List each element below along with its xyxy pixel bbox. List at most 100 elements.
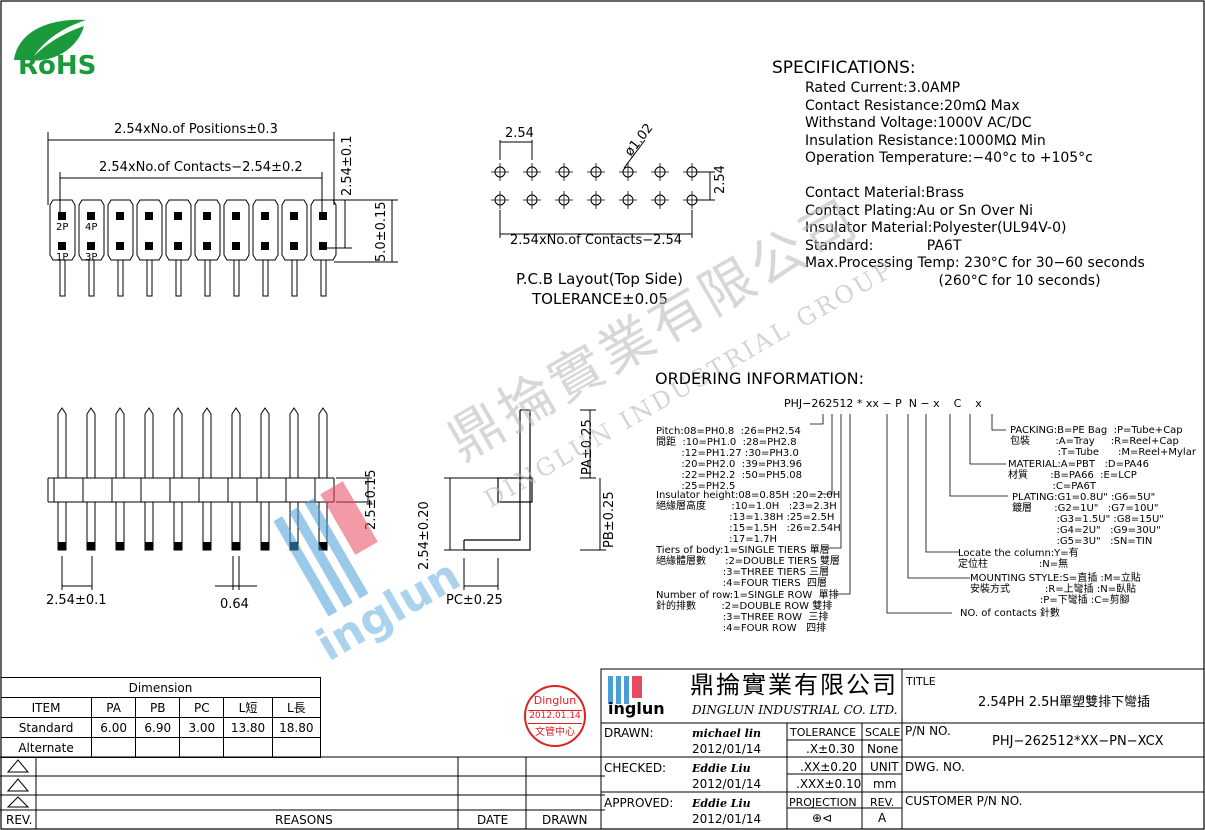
ordering-tiers: Tiers of body:1=SINGLE TIERS 單層 絕緣體層數 :2… (656, 545, 840, 589)
pin-square (261, 242, 269, 250)
ordering-insulator-line: Insulator height:08=0.85H :20=2.0H (656, 490, 841, 501)
pin-square (58, 212, 66, 220)
ordering-packing: PACKING:B=PE Bag :P=Tube+Cap 包裝 :A=Tray … (1010, 425, 1196, 458)
drawn-row-label: DRAWN: (604, 726, 654, 740)
pin-upper (86, 407, 96, 478)
pin-square (145, 212, 153, 220)
pin-upper (231, 407, 241, 478)
dim-header: PB (135, 697, 181, 718)
pin-lead (204, 259, 211, 297)
dim-pitch-vertical: 2.54±0.1 (340, 135, 355, 196)
housing-cell (49, 199, 76, 261)
front-dim-width: 0.64 (220, 597, 249, 612)
date-label: DATE (477, 813, 509, 827)
dim-height: 5.0±0.15 (374, 201, 389, 262)
pin-tip (116, 542, 124, 550)
spec-list: Rated Current:3.0AMP Contact Resistance:… (805, 80, 1145, 290)
ordering-pitch-line: :22=PH2.2 :50=PH5.08 (656, 470, 803, 481)
ordering-insulator-line: :15=1.5H :26=2.54H (656, 523, 841, 534)
ordering-locate: Locate the column:Y=有 定位柱 :N=無 (958, 548, 1079, 570)
spec-line: Contact Plating:Au or Sn Over Ni (805, 202, 1034, 219)
drawn-date: 2012/01/14 (692, 742, 762, 756)
dwg-label: DWG. NO. (905, 760, 965, 774)
pin-lead (320, 259, 327, 297)
scale-value: None (867, 742, 899, 756)
title-block-grid (600, 668, 1205, 830)
pin-square (203, 212, 211, 220)
ordering-mounting-line: 安裝方式 :R=上彎插 :N=臥貼 (970, 584, 1137, 595)
dim-contacts: 2.54xNo.of Contacts−2.54±0.2 (99, 160, 303, 175)
pin-lead (262, 259, 269, 297)
pin-square (116, 242, 124, 250)
pin-square (87, 242, 95, 250)
pin-tip (145, 542, 153, 550)
spec-heading: SPECIFICATIONS: (772, 58, 916, 78)
dim-cell: 6.00 (91, 717, 137, 738)
dim-header: PC (179, 697, 225, 718)
pin-label-1p: 1P (56, 252, 69, 263)
housing-cell (136, 199, 163, 261)
ordering-tiers-line: 絕緣體層數 :2=DOUBLE TIERS 雙層 (656, 556, 840, 567)
pin-tip (232, 542, 240, 550)
ordering-plating: PLATING:G1=0.8U" :G6=5U" 鍍層 :G2=1U" :G7=… (1012, 492, 1164, 547)
pin-square (319, 212, 327, 220)
ordering-plating-line: :G3=1.5U" :G8=15U" (1012, 514, 1164, 525)
ordering-mounting-line: :P=下彎插 :C=剪腳 (970, 595, 1130, 606)
housing-cell (78, 199, 105, 261)
revision-grid (0, 756, 605, 829)
dim-header: L長 (271, 697, 322, 718)
ordering-mounting-line: MOUNTING STYLE:S=直插 :M=立貼 (970, 573, 1141, 584)
spec-line: Insulator Material:Polyester(UL94V-0) (805, 220, 1067, 236)
dim-cell: Standard (1, 717, 93, 738)
pin-lead (59, 259, 66, 297)
side-view-drawing (444, 409, 606, 590)
dim-header: L短 (223, 697, 273, 718)
drawn-label: DRAWN (542, 813, 588, 827)
approved-row-label: APPROVED: (604, 796, 674, 810)
housing-cell (252, 199, 279, 261)
pcb-dim-pitch: 2.54 (505, 126, 534, 141)
pcb-layout-drawing (491, 139, 715, 238)
tolerance-1: .X±0.30 (806, 742, 855, 756)
pin-square (232, 212, 240, 220)
dimension-table: Dimension ITEM PA PB PC L短 L長 Standard 6… (1, 677, 322, 758)
side-dim-pc: PC±0.25 (446, 593, 503, 608)
pin-label-2p: 2P (56, 222, 69, 233)
pin-square (87, 212, 95, 220)
ordering-packing-line: :T=Tube :M=Reel+Mylar (1010, 447, 1196, 458)
ordering-contacts: NO. of contacts 針數 (960, 608, 1060, 619)
customer-pn-label: CUSTOMER P/N NO. (905, 794, 1023, 808)
ordering-packing-line: 包裝 :A=Tray :R=Reel+Cap (1010, 436, 1179, 447)
tolerance-label: TOLERANCE (790, 726, 857, 739)
spec-line: Insulation Resistance:1000MΩ Min (805, 132, 1046, 149)
tolerance-3: .XXX±0.10 (796, 777, 862, 791)
housing-cell (281, 199, 308, 261)
stamp-date: 2012.01.14 (529, 711, 581, 721)
ordering-locate-line: Locate the column:Y=有 (958, 548, 1079, 559)
spec-line (805, 168, 1145, 186)
pin-square (232, 242, 240, 250)
ordering-pitch-line: 間距 :10=PH1.0 :28=PH2.8 (656, 437, 797, 448)
pin-upper (202, 407, 212, 478)
spec-line: (260°C for 10 seconds) (805, 272, 1101, 289)
approved-signature: Eddie Liu (692, 797, 751, 810)
tolerance-2: .XX±0.20 (800, 760, 858, 774)
front-dim-pitch: 2.54±0.1 (46, 593, 107, 608)
ordering-plating-line: :G5=3U" :SN=TIN (1012, 536, 1153, 547)
ordering-insulator-line: :17=1.7H (656, 534, 778, 545)
pin-square (290, 212, 298, 220)
ordering-tiers-line: :3=THREE TIERS 三層 (656, 567, 830, 578)
pin-square (58, 242, 66, 250)
ordering-pitch-line: :25=PH2.5 (656, 481, 736, 492)
pin-label-4p: 4P (85, 222, 98, 233)
ordering-material: MATERIAL:A=PBT :D=PA46 材質 :B=PA66 :E=LCP… (1008, 459, 1149, 492)
pin-square (319, 242, 327, 250)
dim-cell: 6.90 (135, 717, 181, 738)
dim-cell: 3.00 (179, 717, 225, 738)
pin-upper (260, 407, 270, 478)
pin-upper (318, 407, 328, 478)
pin-lead (175, 259, 182, 297)
watermark-logo (270, 470, 420, 640)
pin-upper (173, 407, 183, 478)
ordering-leader-lines (810, 414, 1008, 614)
